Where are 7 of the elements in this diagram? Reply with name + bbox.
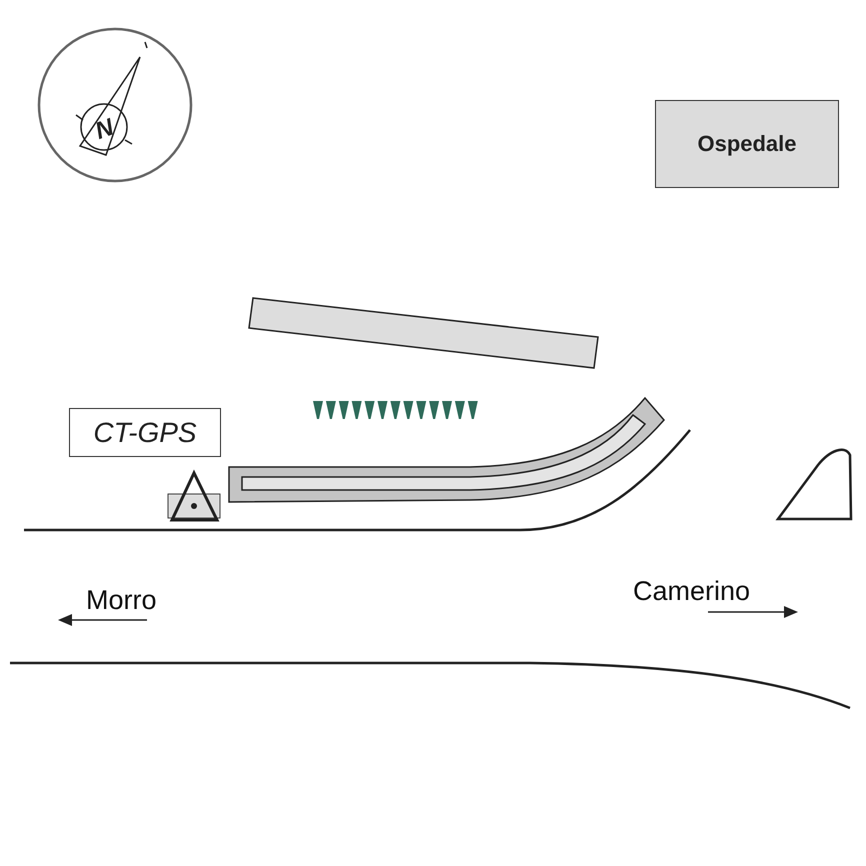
node-label: CT-GPS xyxy=(93,416,197,448)
building-box xyxy=(655,100,839,188)
node-label: Ospedale xyxy=(697,131,797,157)
north-label: N xyxy=(92,114,118,146)
place-name: Morro xyxy=(86,585,157,616)
station-label-box xyxy=(69,408,221,457)
place-name: Camerino xyxy=(633,576,750,607)
